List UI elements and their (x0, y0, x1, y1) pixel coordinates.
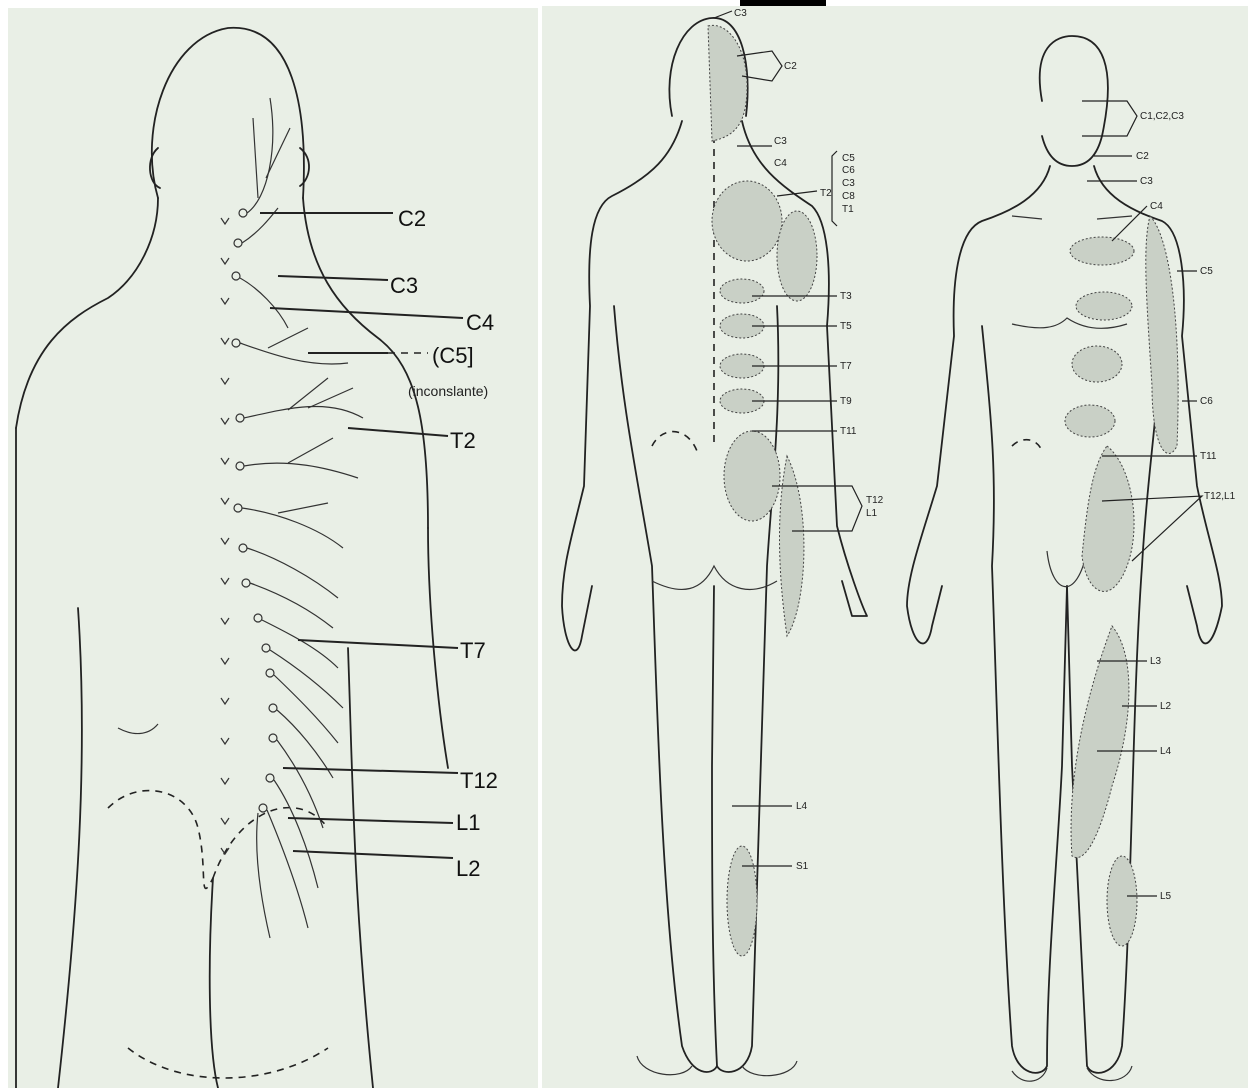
label-ant-c4: C4 (1150, 201, 1163, 212)
label-post-c6: C6 (842, 165, 855, 176)
nerve-branches (232, 98, 363, 938)
label-c5: (C5] (432, 343, 474, 368)
label-post-c7: C3 (842, 178, 855, 189)
label-post-c4: C4 (774, 158, 787, 169)
label-post-t2: T2 (820, 188, 832, 199)
label-post-t5: T5 (840, 321, 852, 332)
label-c3: C3 (390, 273, 418, 298)
label-post-c2: C2 (784, 61, 797, 72)
label-post-c5: C5 (842, 153, 855, 164)
label-c2: C2 (398, 206, 426, 231)
label-t12: T12 (460, 768, 498, 793)
label-t7: T7 (460, 638, 486, 663)
label-post-t11: T11 (840, 426, 857, 437)
label-post-c3-top: C3 (734, 8, 747, 19)
label-post-c8: C8 (842, 191, 855, 202)
posterior-spine-panel: C2 C3 C4 (C5] (inconslante) T2 T7 T12 L1… (8, 8, 538, 1088)
label-ant-c3: C3 (1140, 176, 1153, 187)
dermatome-body-panel: C3 C2 C3 C4 T2 C5 C6 C3 C8 T1 T3 T5 T7 T… (542, 6, 1248, 1088)
label-post-c3: C3 (774, 136, 787, 147)
label-ant-t11: T11 (1200, 451, 1217, 462)
label-post-l1: L1 (866, 508, 878, 519)
label-ant-l5: L5 (1160, 891, 1172, 902)
label-l2: L2 (456, 856, 480, 881)
label-inconstant: (inconslante) (408, 383, 488, 399)
label-post-t12: T12 (866, 495, 884, 506)
label-post-t9: T9 (840, 396, 852, 407)
vertebra-markers (221, 218, 229, 854)
dermatome-body-drawing: C3 C2 C3 C4 T2 C5 C6 C3 C8 T1 T3 T5 T7 T… (542, 6, 1248, 1088)
label-ant-t12l1: T12,L1 (1204, 491, 1236, 502)
label-ant-c2: C2 (1136, 151, 1149, 162)
label-t2: T2 (450, 428, 476, 453)
label-ant-l2: L2 (1160, 701, 1172, 712)
label-ant-l4: L4 (1160, 746, 1172, 757)
label-post-t1: T1 (842, 204, 854, 215)
posterior-figure: C3 C2 C3 C4 T2 C5 C6 C3 C8 T1 T3 T5 T7 T… (562, 8, 884, 1076)
label-post-t7: T7 (840, 361, 852, 372)
label-post-l4: L4 (796, 801, 808, 812)
label-post-t3: T3 (840, 291, 852, 302)
label-ant-c1c2c3: C1,C2,C3 (1140, 111, 1184, 122)
label-ant-c5: C5 (1200, 266, 1213, 277)
label-ant-l3: L3 (1150, 656, 1162, 667)
posterior-spine-drawing: C2 C3 C4 (C5] (inconslante) T2 T7 T12 L1… (8, 8, 538, 1088)
anterior-figure: C1,C2,C3 C2 C3 C4 C5 C6 T11 T12,L1 L3 L2… (907, 36, 1236, 1081)
label-c4: C4 (466, 310, 494, 335)
label-post-s1: S1 (796, 861, 809, 872)
leader-lines (260, 213, 463, 858)
label-l1: L1 (456, 810, 480, 835)
label-ant-c6: C6 (1200, 396, 1213, 407)
